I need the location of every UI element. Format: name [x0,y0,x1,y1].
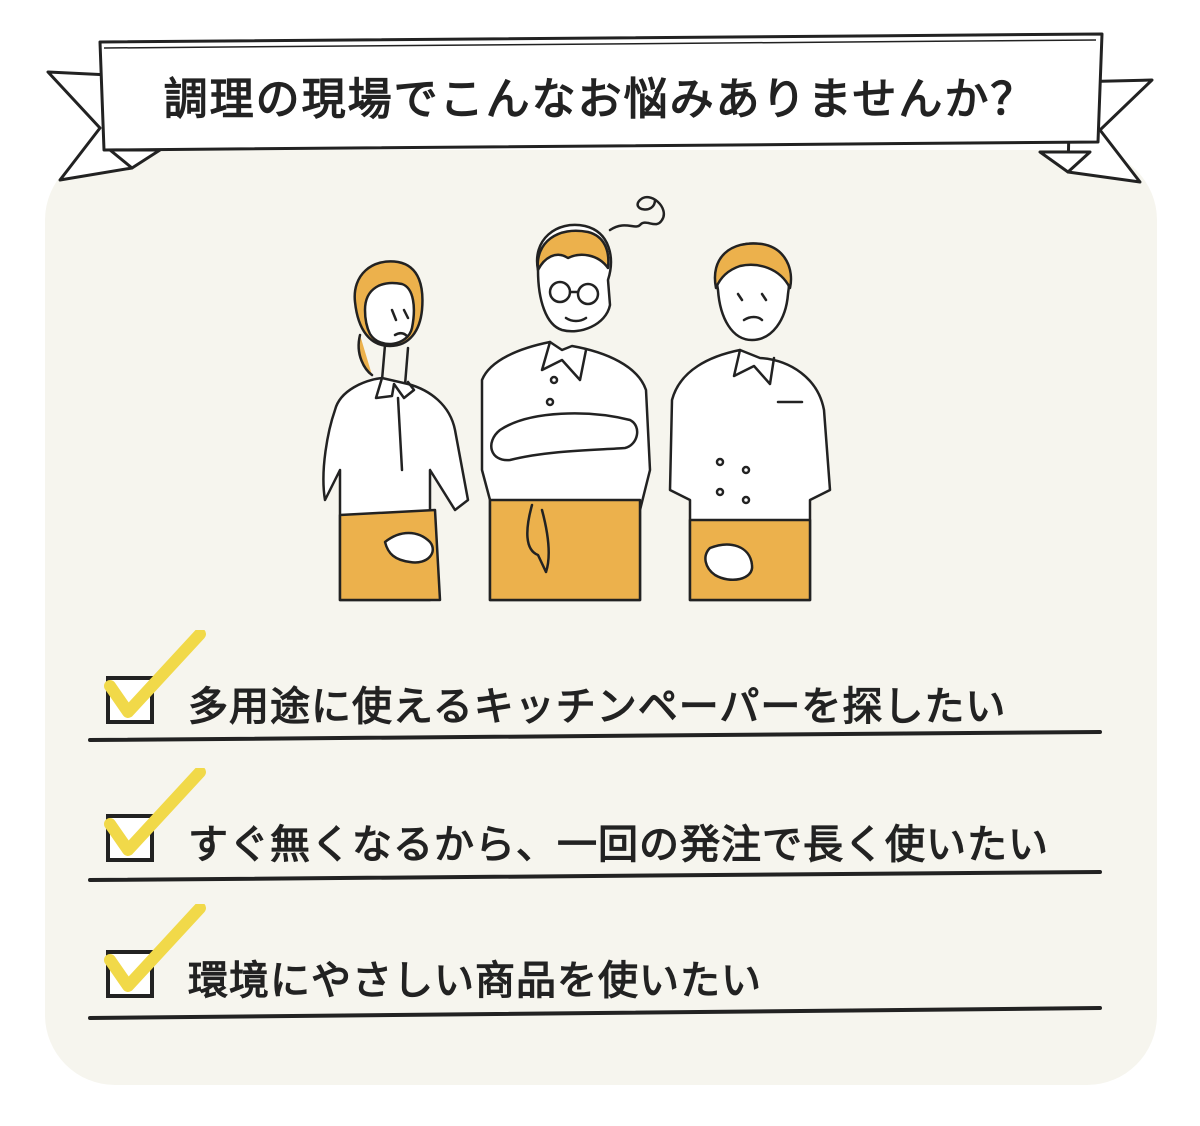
item-underline [88,1006,1102,1020]
checklist-item: すぐ無くなるから、一回の発注で長く使いたい [88,768,1130,888]
item-underline [88,730,1102,742]
ribbon-band [98,32,1104,152]
worry-swirl [608,195,666,232]
checkmark-icon [104,904,206,998]
checklist-item: 環境にやさしい商品を使いたい [88,904,1130,1024]
checklist-item-label: 環境にやさしい商品を使いたい [188,958,762,1004]
woman-figure [322,260,470,602]
ribbon-right-fold [1038,150,1092,174]
checklist-item: 多用途に使えるキッチンペーパーを探したい [88,630,1130,750]
head-chef-figure [480,223,652,602]
worried-staff-illustration [322,195,832,602]
young-cook-figure [668,242,832,602]
checkmark-icon [104,768,206,862]
title-ribbon [46,32,1154,184]
checklist-item-label: 多用途に使えるキッチンペーパーを探したい [188,684,1007,730]
page-title: 調理の現場でこんなお悩みありませんか？ [163,74,1037,125]
checklist-item-label: すぐ無くなるから、一回の発注で長く使いたい [188,822,1049,868]
item-underline [88,870,1102,882]
checkmark-icon [104,630,206,724]
